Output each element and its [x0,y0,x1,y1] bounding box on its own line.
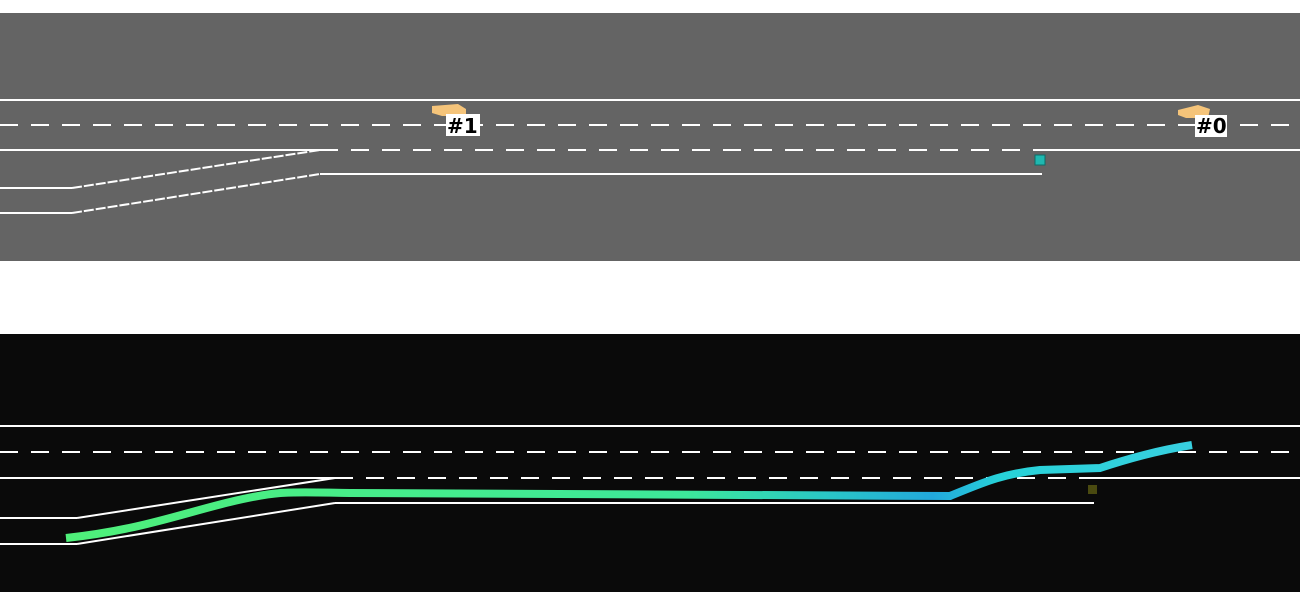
vehicle-1: #1 [432,104,480,138]
vehicle-0-label: #0 [1196,114,1227,138]
traj-onramp-upper [76,477,336,519]
goal-marker [1034,154,1046,166]
onramp-edge-lower [71,173,321,214]
trajectory-view [0,334,1300,592]
road-scene-view: #1 #0 [0,13,1300,261]
vehicle-1-label-bg [446,114,480,136]
vehicle-0-body [1178,105,1210,118]
ego-trajectory [65,441,1193,542]
trajectory-background [0,334,1300,592]
road-surface [0,13,1300,261]
vehicle-0-label-bg [1195,115,1227,137]
vehicle-0: #0 [1178,105,1227,138]
vehicle-1-label: #1 [447,114,478,138]
vehicle-1-body [432,104,466,116]
traj-onramp-lower [76,502,336,545]
trajectory-end-marker [1088,485,1097,494]
onramp-edge-upper [71,149,321,189]
